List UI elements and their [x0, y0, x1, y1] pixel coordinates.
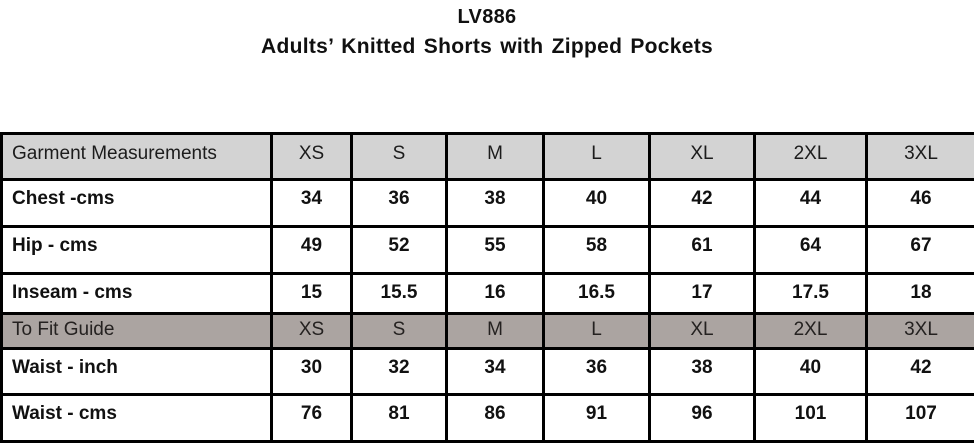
- size-value-cell: 46: [865, 178, 974, 228]
- size-value-cell: 81: [350, 393, 448, 443]
- size-value-cell: 16: [445, 272, 545, 315]
- size-value-cell: 44: [753, 178, 868, 228]
- size-value-cell: 55: [445, 225, 545, 275]
- size-value-cell: 91: [542, 393, 651, 443]
- size-value-cell: 32: [350, 347, 448, 396]
- row-label-inseam: Inseam - cms: [0, 272, 273, 315]
- table-row-chest: Chest -cms 34 36 38 40 42 44 46: [0, 178, 974, 228]
- size-value-cell: L: [542, 312, 651, 350]
- size-value-cell: 76: [270, 393, 353, 443]
- table-row-to-fit-guide: To Fit Guide XS S M L XL 2XL 3XL: [0, 312, 974, 350]
- table-row-hip: Hip - cms 49 52 55 58 61 64 67: [0, 225, 974, 275]
- size-value-cell: 15: [270, 272, 353, 315]
- size-value-cell: S: [350, 312, 448, 350]
- table-row-inseam: Inseam - cms 15 15.5 16 16.5 17 17.5 18: [0, 272, 974, 315]
- size-value-cell: 96: [648, 393, 756, 443]
- size-value-cell: 58: [542, 225, 651, 275]
- size-value-cell: 38: [648, 347, 756, 396]
- header-size-l: L: [542, 132, 651, 181]
- size-value-cell: 42: [648, 178, 756, 228]
- size-value-cell: XS: [270, 312, 353, 350]
- size-value-cell: 30: [270, 347, 353, 396]
- header-size-3xl: 3XL: [865, 132, 974, 181]
- size-value-cell: 36: [350, 178, 448, 228]
- row-label-hip: Hip - cms: [0, 225, 273, 275]
- header-size-s: S: [350, 132, 448, 181]
- size-value-cell: 64: [753, 225, 868, 275]
- row-label-to-fit-guide: To Fit Guide: [0, 312, 273, 350]
- size-value-cell: 3XL: [865, 312, 974, 350]
- size-value-cell: 61: [648, 225, 756, 275]
- size-value-cell: M: [445, 312, 545, 350]
- size-value-cell: 40: [753, 347, 868, 396]
- size-value-cell: 86: [445, 393, 545, 443]
- row-label-waist-cms: Waist - cms: [0, 393, 273, 443]
- table-row-waist-cms: Waist - cms 76 81 86 91 96 101 107: [0, 393, 974, 443]
- size-value-cell: XL: [648, 312, 756, 350]
- size-value-cell: 40: [542, 178, 651, 228]
- size-value-cell: 34: [445, 347, 545, 396]
- header-garment-measurements: Garment Measurements: [0, 132, 273, 181]
- product-code: LV886: [457, 6, 517, 28]
- row-label-chest: Chest -cms: [0, 178, 273, 228]
- table-row-waist-inch: Waist - inch 30 32 34 36 38 40 42: [0, 347, 974, 396]
- size-value-cell: 36: [542, 347, 651, 396]
- size-value-cell: 52: [350, 225, 448, 275]
- row-label-waist-inch: Waist - inch: [0, 347, 273, 396]
- size-value-cell: 42: [865, 347, 974, 396]
- size-value-cell: 2XL: [753, 312, 868, 350]
- garment-measurements-table: Garment Measurements XS S M L XL 2XL 3XL…: [0, 132, 974, 443]
- header-size-2xl: 2XL: [753, 132, 868, 181]
- size-value-cell: 15.5: [350, 272, 448, 315]
- title-block: LV886 Adults’ Knitted Shorts with Zipped…: [0, 4, 974, 60]
- header-size-xs: XS: [270, 132, 353, 181]
- header-size-m: M: [445, 132, 545, 181]
- product-title: Adults’ Knitted Shorts with Zipped Pocke…: [261, 35, 713, 58]
- size-value-cell: 18: [865, 272, 974, 315]
- size-value-cell: 38: [445, 178, 545, 228]
- size-value-cell: 101: [753, 393, 868, 443]
- header-row: Garment Measurements XS S M L XL 2XL 3XL: [0, 132, 974, 181]
- size-value-cell: 49: [270, 225, 353, 275]
- header-size-xl: XL: [648, 132, 756, 181]
- size-value-cell: 17.5: [753, 272, 868, 315]
- size-value-cell: 17: [648, 272, 756, 315]
- size-value-cell: 16.5: [542, 272, 651, 315]
- size-value-cell: 107: [865, 393, 974, 443]
- size-value-cell: 67: [865, 225, 974, 275]
- size-value-cell: 34: [270, 178, 353, 228]
